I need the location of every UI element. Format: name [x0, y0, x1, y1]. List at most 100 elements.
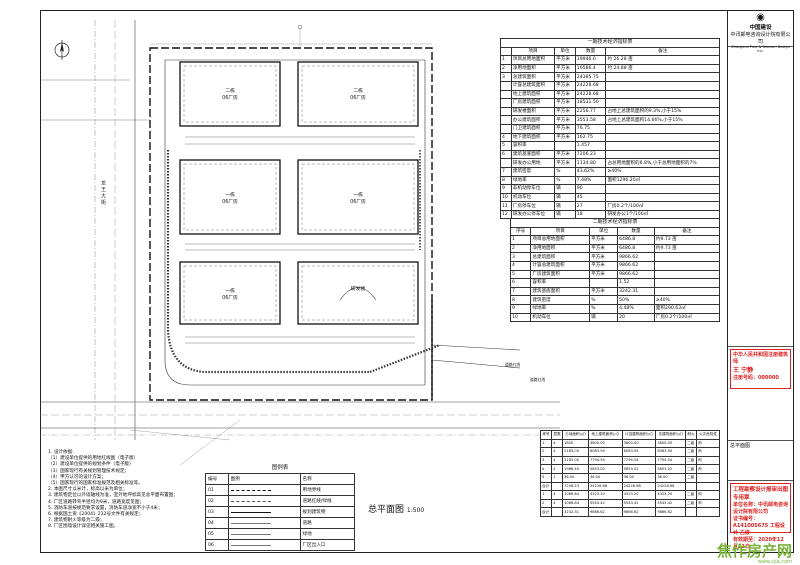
t1-h-qty: 数量 [574, 46, 607, 57]
table-cell [500, 106, 512, 117]
table-cell: 1 [509, 235, 532, 245]
table-cell: 8 [500, 175, 512, 186]
table-cell [685, 507, 698, 517]
table-cell: 厂房停车位 [510, 201, 556, 211]
table-cell: 2256.77 [574, 106, 607, 117]
building-4-sub: 06厂房 [350, 198, 366, 205]
table-cell: 3553.58 [574, 115, 607, 125]
legend-h-name: 名称 [299, 473, 355, 485]
legend-symbol-icon [227, 506, 301, 518]
table-cell: 24228.68 [574, 89, 607, 100]
table-cell [605, 80, 720, 91]
table-cell: 办公建筑面积 [510, 115, 556, 125]
table-cell [696, 481, 720, 492]
table-cell: 二级 [685, 472, 698, 483]
table-cell: 8083.94 [655, 447, 687, 457]
table-cell: 平方米 [589, 286, 619, 297]
legend-h-no: 编号 [205, 473, 229, 485]
table-cell: 计容总建筑面积 [530, 260, 591, 271]
table-cell: 平方米 [554, 158, 576, 168]
table-cell: 项目总用地面积 [530, 235, 591, 245]
table-cell: 地下建筑面积 [510, 132, 556, 143]
table-cell: 9866.62 [617, 269, 655, 280]
table-cell: 5 [509, 269, 532, 280]
table-cell: 4 [509, 260, 532, 271]
stamp-line-1: 中华人民共和国注册建筑师 [733, 352, 789, 365]
table-cell [589, 278, 619, 288]
table-cell: 门卫建筑面积 [510, 123, 556, 134]
table-cell: 3 [509, 252, 532, 262]
table-cell: 机动车位 [510, 192, 556, 203]
table-cell: 45 [574, 192, 607, 203]
plan-title: 总平面图 1:500 [368, 502, 424, 515]
table-cell: 辆 [589, 312, 619, 323]
table-cell: 10 [500, 192, 512, 203]
north-arrow-icon [54, 40, 70, 60]
table-header-cell: 地上建筑面积(㎡) [587, 430, 623, 440]
table-cell: 辆 [554, 201, 576, 211]
watermark-url: www.cjia.com [757, 559, 792, 565]
table-cell: 非机动停车位 [510, 184, 556, 194]
table-cell: 24228.68 [655, 481, 687, 492]
table-cell: 绿地率 [510, 175, 556, 186]
table-cell: 4 [551, 438, 564, 449]
table-cell: 7.48% [574, 175, 607, 186]
table-cell: 7794.54 [655, 455, 687, 466]
table-cell: 丙 [696, 438, 720, 449]
table-cell: 9866.62 [655, 507, 687, 517]
table-cell: 合计 [539, 481, 553, 492]
table-cell: 约 26.28 亩 [605, 55, 720, 65]
table-cell: 2185.00 [562, 447, 589, 457]
table-cell: 面积1296.20㎡ [605, 175, 720, 186]
table-cell: 机动车位 [530, 312, 591, 323]
table-cell: 净用地面积 [510, 63, 556, 74]
plan-scale: 1:500 [406, 507, 425, 514]
table-cell: 辆 [554, 192, 576, 203]
table-cell [500, 123, 512, 134]
table-cell [696, 472, 720, 483]
table-cell: 10 [509, 312, 532, 323]
table-cell: 地上建筑面积 [510, 89, 556, 100]
table-cell: 1066.84 [562, 498, 589, 509]
table-cell: 平方米 [554, 98, 576, 108]
building-3-name: 一栋 [225, 191, 235, 198]
table-cell: 3242.31 [617, 286, 655, 297]
table-cell: 4 [500, 132, 512, 143]
table-cell [605, 123, 720, 134]
table-cell: 2 [539, 447, 553, 457]
table-cell: 1134.80 [574, 158, 607, 168]
table-cell: 7794.54 [587, 455, 623, 466]
table-cell: 5543.42 [621, 498, 657, 509]
table-cell: 合计 [539, 507, 553, 517]
note-line: 3. 建筑物定位以外墙轴线为准，室外地坪标高见总平面布置图； [48, 493, 178, 499]
architect-stamp: 中华人民共和国注册建筑师 王 宁静 注册号码：000000 [730, 349, 791, 389]
table-cell: 丙 [696, 464, 720, 474]
t2-h-qty: 数量 [617, 226, 655, 237]
table-cell: 24228.68 [621, 481, 657, 492]
approval-stamp: 工程勘察设计报审出图专用章 单位名称：中讯邮电咨询设计院有限公司 证书编号：A1… [730, 483, 791, 550]
table-cell [605, 184, 720, 194]
building-5-name: 一栋 [225, 287, 235, 294]
table-cell: 76.75 [574, 123, 607, 134]
table-cell: ≥40% [605, 166, 720, 177]
table-header-cell: 层数 [551, 430, 564, 440]
table-cell: 6486.8 [617, 235, 655, 245]
t2-h-item: 项目 [530, 226, 591, 237]
table-phase2-title: 二期技术经济指标表 [510, 218, 720, 228]
